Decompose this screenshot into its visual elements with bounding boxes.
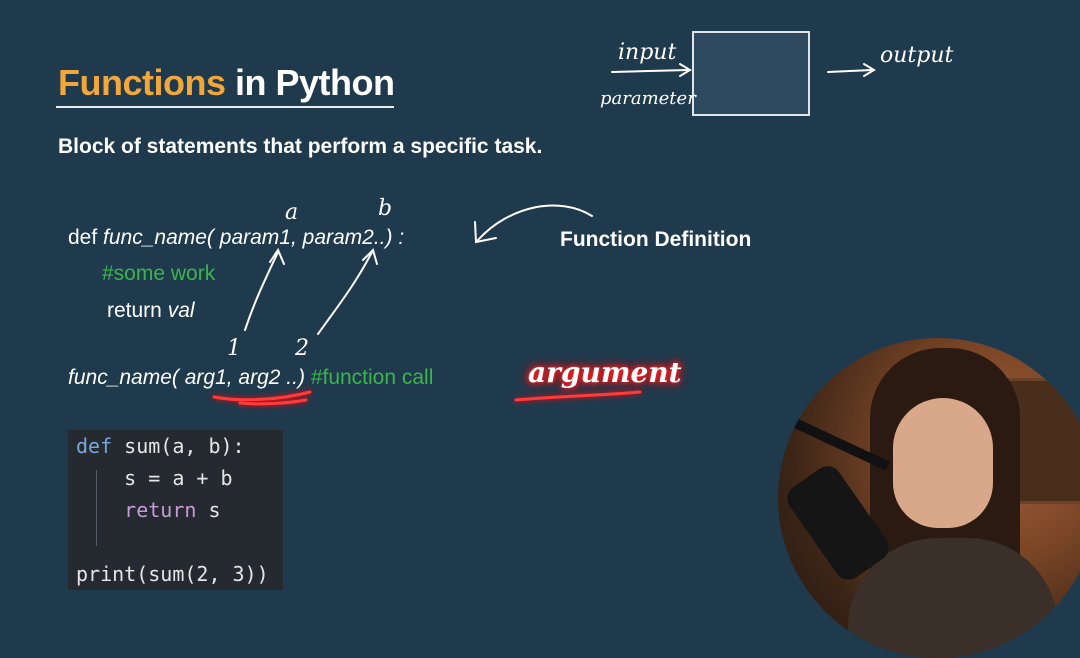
code-line-1-rest: sum(a, b):	[112, 434, 245, 458]
arrow-function-definition-head	[474, 221, 497, 244]
indent-guide	[96, 470, 97, 546]
title-rest: in Python	[225, 62, 395, 103]
annotation-b: b	[378, 196, 393, 221]
call-comment: #function call	[310, 366, 434, 389]
title-underline	[56, 106, 394, 108]
output-arrow	[827, 69, 873, 73]
page-title: Functions in Python	[58, 62, 395, 104]
arrow-2-head	[362, 248, 378, 265]
code-line-3: return s	[76, 498, 221, 522]
input-arrow-head	[679, 63, 692, 77]
return-keyword: return	[76, 498, 197, 522]
argument-underline	[514, 390, 642, 402]
call-args: arg1, arg2	[184, 366, 281, 389]
function-box	[692, 31, 810, 116]
annotation-1: 1	[227, 336, 241, 361]
args-underline-1	[212, 390, 312, 402]
def-keyword: def	[76, 434, 113, 458]
function-definition-label: Function Definition	[560, 228, 752, 251]
call-line: func_name( arg1, arg2 ..) #function call	[68, 366, 433, 390]
def-keyword: def	[68, 226, 104, 249]
arrow-function-definition	[477, 204, 593, 241]
arrow-2-to-param2	[317, 251, 373, 335]
diagram-output-label: output	[880, 43, 954, 68]
call-func: func_name(	[68, 366, 185, 389]
subtitle: Block of statements that perform a speci…	[58, 135, 543, 158]
function-signature: func_name( param1, param2..) :	[103, 226, 405, 249]
code-line-2: s = a + b	[76, 466, 233, 490]
code-line-1: def sum(a, b):	[76, 434, 245, 458]
presenter-face	[893, 398, 993, 528]
return-line: return val	[107, 299, 195, 323]
arrow-1-to-param1	[244, 251, 279, 331]
handwriting-overlay	[212, 63, 876, 406]
args-underline-2	[238, 398, 308, 406]
call-rest: ..)	[280, 366, 311, 389]
return-keyword: return	[107, 299, 168, 322]
presenter-video	[778, 338, 1080, 658]
arrow-1-head	[269, 247, 285, 265]
return-value: val	[167, 299, 195, 322]
comment-line: #some work	[102, 262, 216, 285]
definition-line: def func_name( param1, param2..) :	[68, 226, 404, 250]
code-line-5: print(sum(2, 3))	[76, 562, 269, 586]
annotation-a: a	[285, 200, 299, 225]
code-line-3-rest: s	[196, 498, 221, 522]
diagram-input-label: input	[618, 40, 677, 65]
title-highlight: Functions	[58, 62, 226, 103]
output-arrow-head	[863, 63, 876, 77]
argument-label: argument	[528, 356, 682, 389]
input-arrow	[611, 69, 689, 73]
diagram-parameter-label: parameter	[600, 88, 696, 109]
annotation-2: 2	[295, 336, 309, 361]
code-example: def sum(a, b): s = a + b return s print(…	[68, 430, 283, 590]
